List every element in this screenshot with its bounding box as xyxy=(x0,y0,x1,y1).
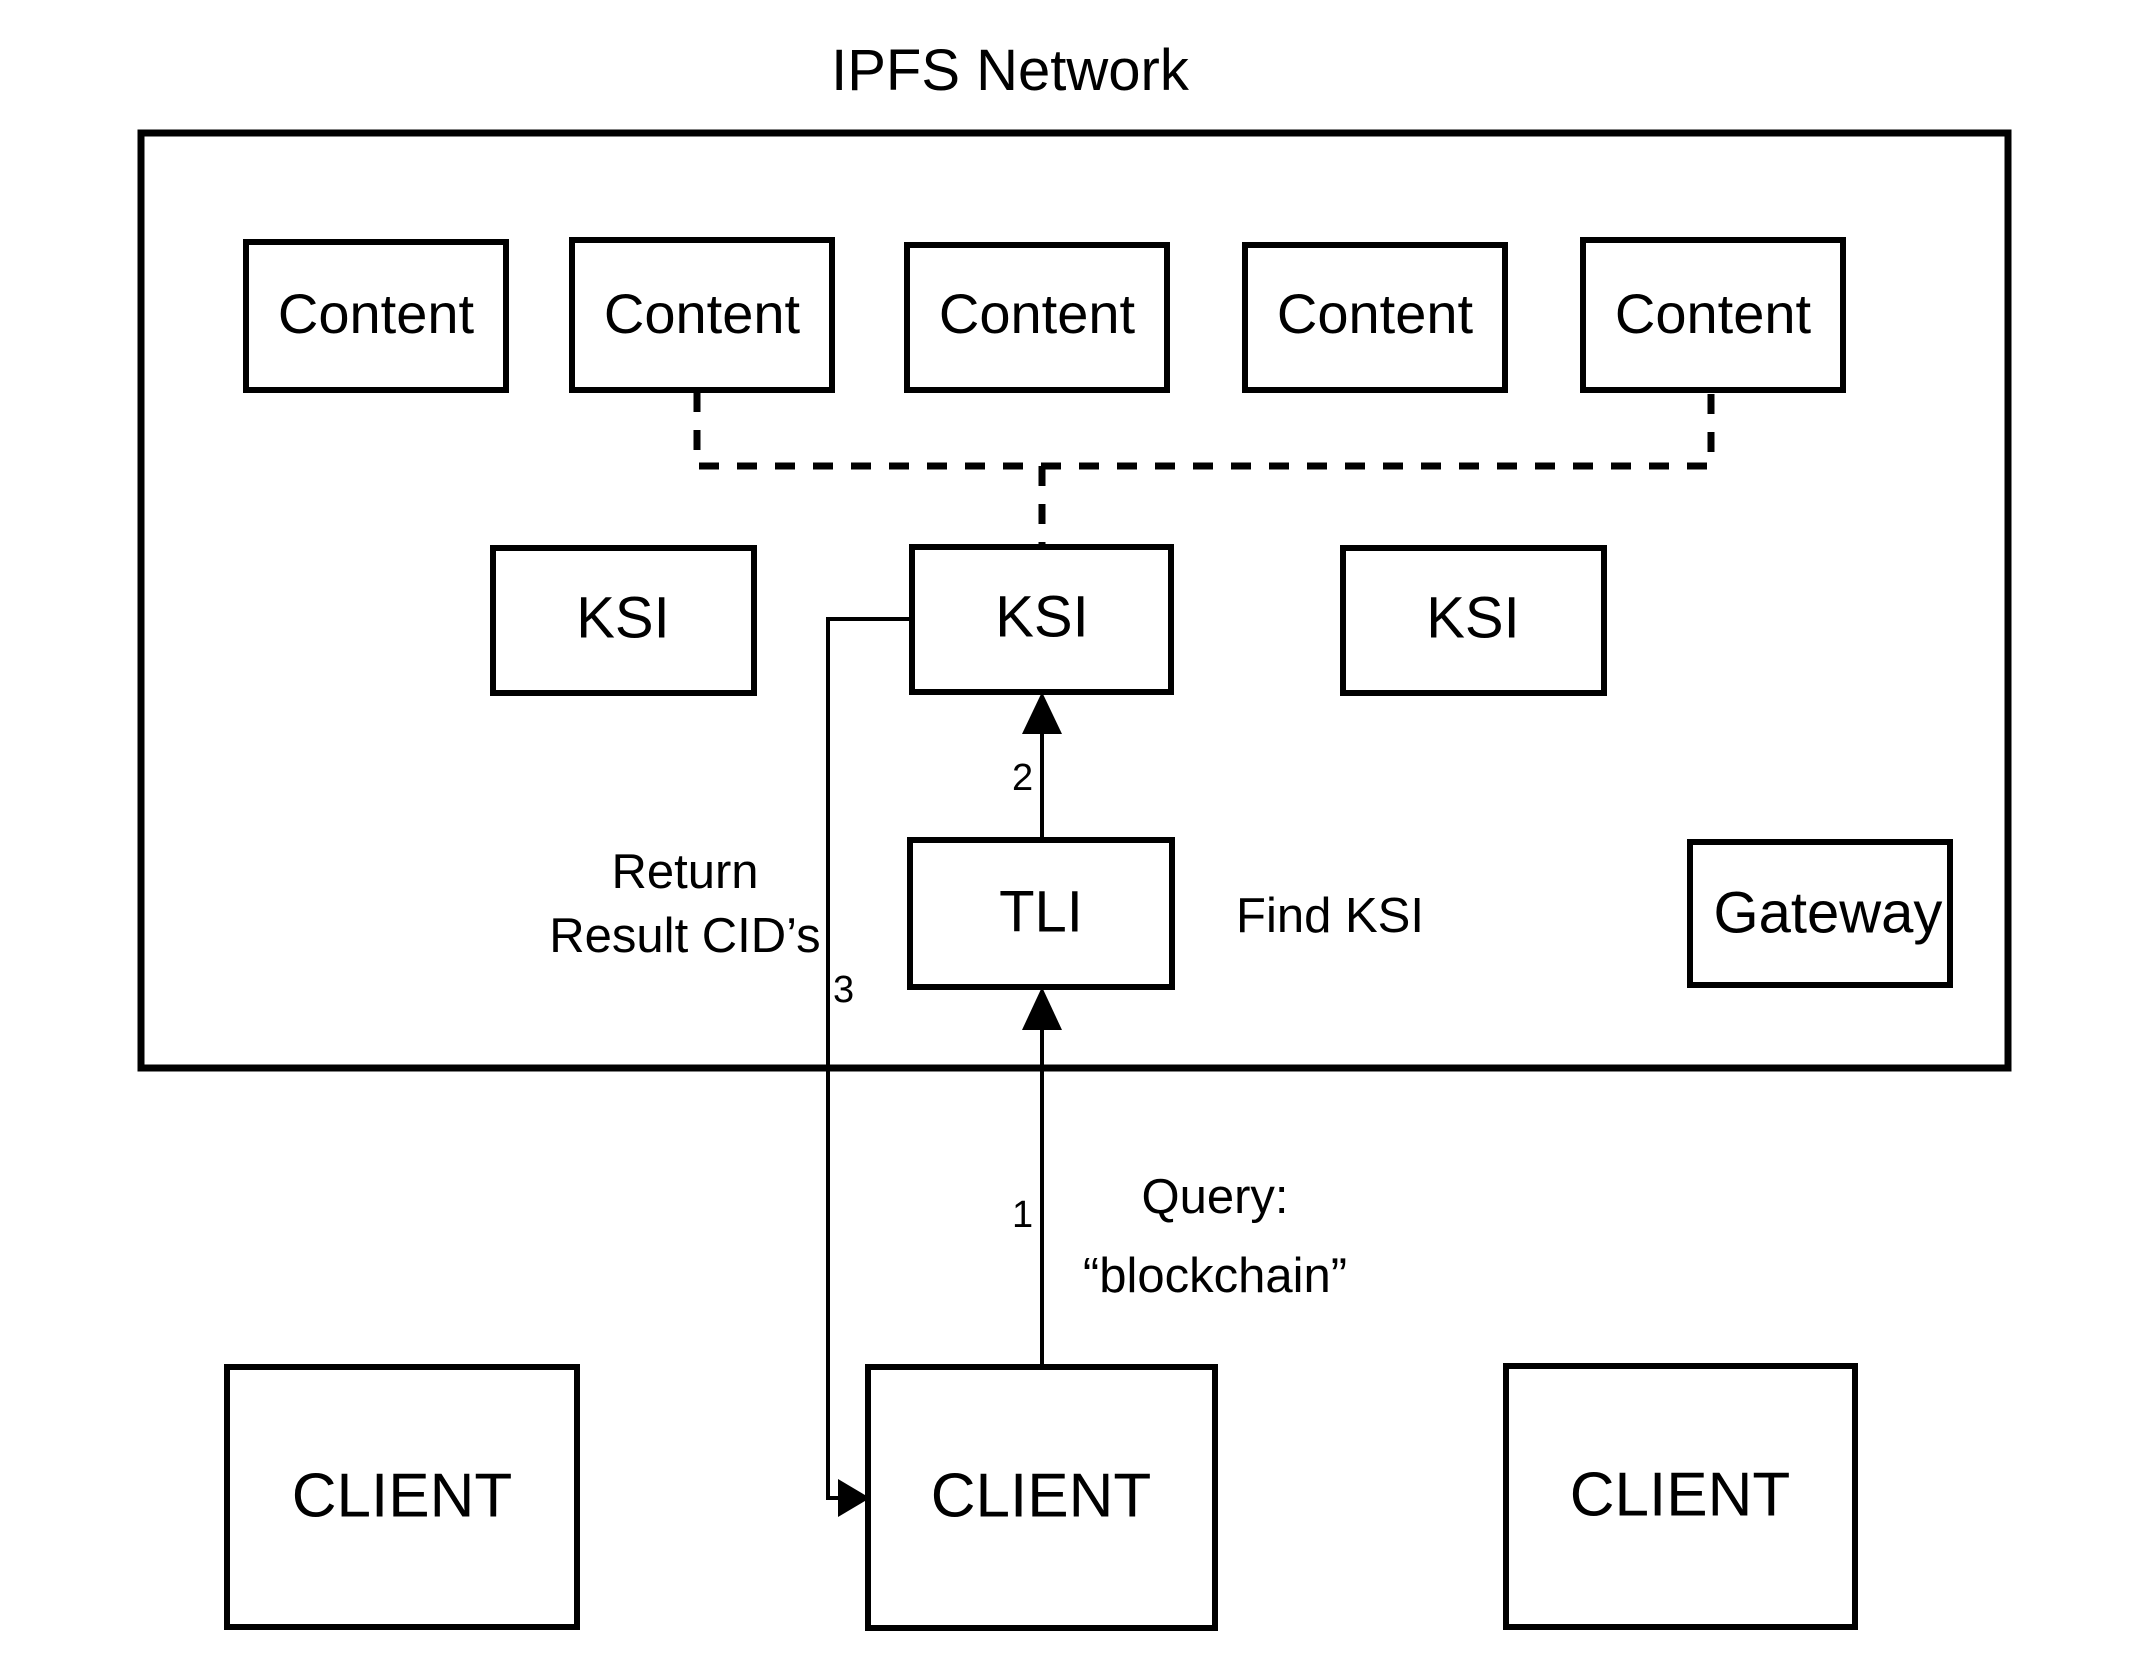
gateway-node-label: Gateway xyxy=(1714,880,1943,945)
tli-node-label: TLI xyxy=(999,879,1083,944)
content-node-4-label: Content xyxy=(1277,282,1474,345)
return-cids-arrow-icon xyxy=(838,1479,870,1517)
content-node-5-label: Content xyxy=(1615,282,1812,345)
find-ksi-arrow-icon xyxy=(1022,692,1062,734)
ksi-node-1[interactable]: KSI xyxy=(490,545,757,696)
content-node-5[interactable]: Content xyxy=(1580,237,1846,393)
client-node-2-label: CLIENT xyxy=(931,1461,1151,1530)
find-ksi-edge-label: Find KSI xyxy=(1236,889,1424,943)
content-node-2-label: Content xyxy=(604,282,801,345)
return-cids-edge-label-line2: Result CID’s xyxy=(549,909,820,963)
client-node-1-label: CLIENT xyxy=(292,1461,512,1530)
content-node-4[interactable]: Content xyxy=(1242,242,1508,393)
ksi-node-3[interactable]: KSI xyxy=(1340,545,1607,696)
return-cids-step-number: 3 xyxy=(833,969,854,1011)
content-node-1-label: Content xyxy=(278,282,475,345)
content-node-3-label: Content xyxy=(939,282,1136,345)
query-step-number: 1 xyxy=(1012,1194,1033,1236)
query-edge-label-line1: Query: xyxy=(1141,1170,1288,1224)
content-node-3[interactable]: Content xyxy=(904,242,1170,393)
ksi-node-3-label: KSI xyxy=(1426,585,1520,650)
ksi-node-2-label: KSI xyxy=(995,584,1089,649)
ksi-node-2[interactable]: KSI xyxy=(909,544,1174,695)
content-node-1[interactable]: Content xyxy=(243,239,509,393)
find-ksi-step-number: 2 xyxy=(1012,757,1033,799)
query-edge-label-line2: “blockchain” xyxy=(1083,1249,1347,1303)
query-arrow-icon xyxy=(1022,987,1062,1030)
content-node-2[interactable]: Content xyxy=(569,237,835,393)
ipfs-network-container xyxy=(137,129,2012,1072)
client-node-2[interactable]: CLIENT xyxy=(865,1364,1218,1631)
tli-node[interactable]: TLI xyxy=(907,837,1175,990)
content-ksi-association-dashed-link xyxy=(693,392,1715,470)
ksi-node-1-label: KSI xyxy=(576,585,670,650)
client-node-1[interactable]: CLIENT xyxy=(224,1364,580,1630)
diagram-title: IPFS Network xyxy=(831,38,1190,103)
return-cids-edge-label-line1: Return xyxy=(611,845,758,899)
gateway-node[interactable]: Gateway xyxy=(1687,839,1953,988)
client-node-3-label: CLIENT xyxy=(1570,1460,1790,1529)
client-node-3[interactable]: CLIENT xyxy=(1503,1363,1858,1630)
